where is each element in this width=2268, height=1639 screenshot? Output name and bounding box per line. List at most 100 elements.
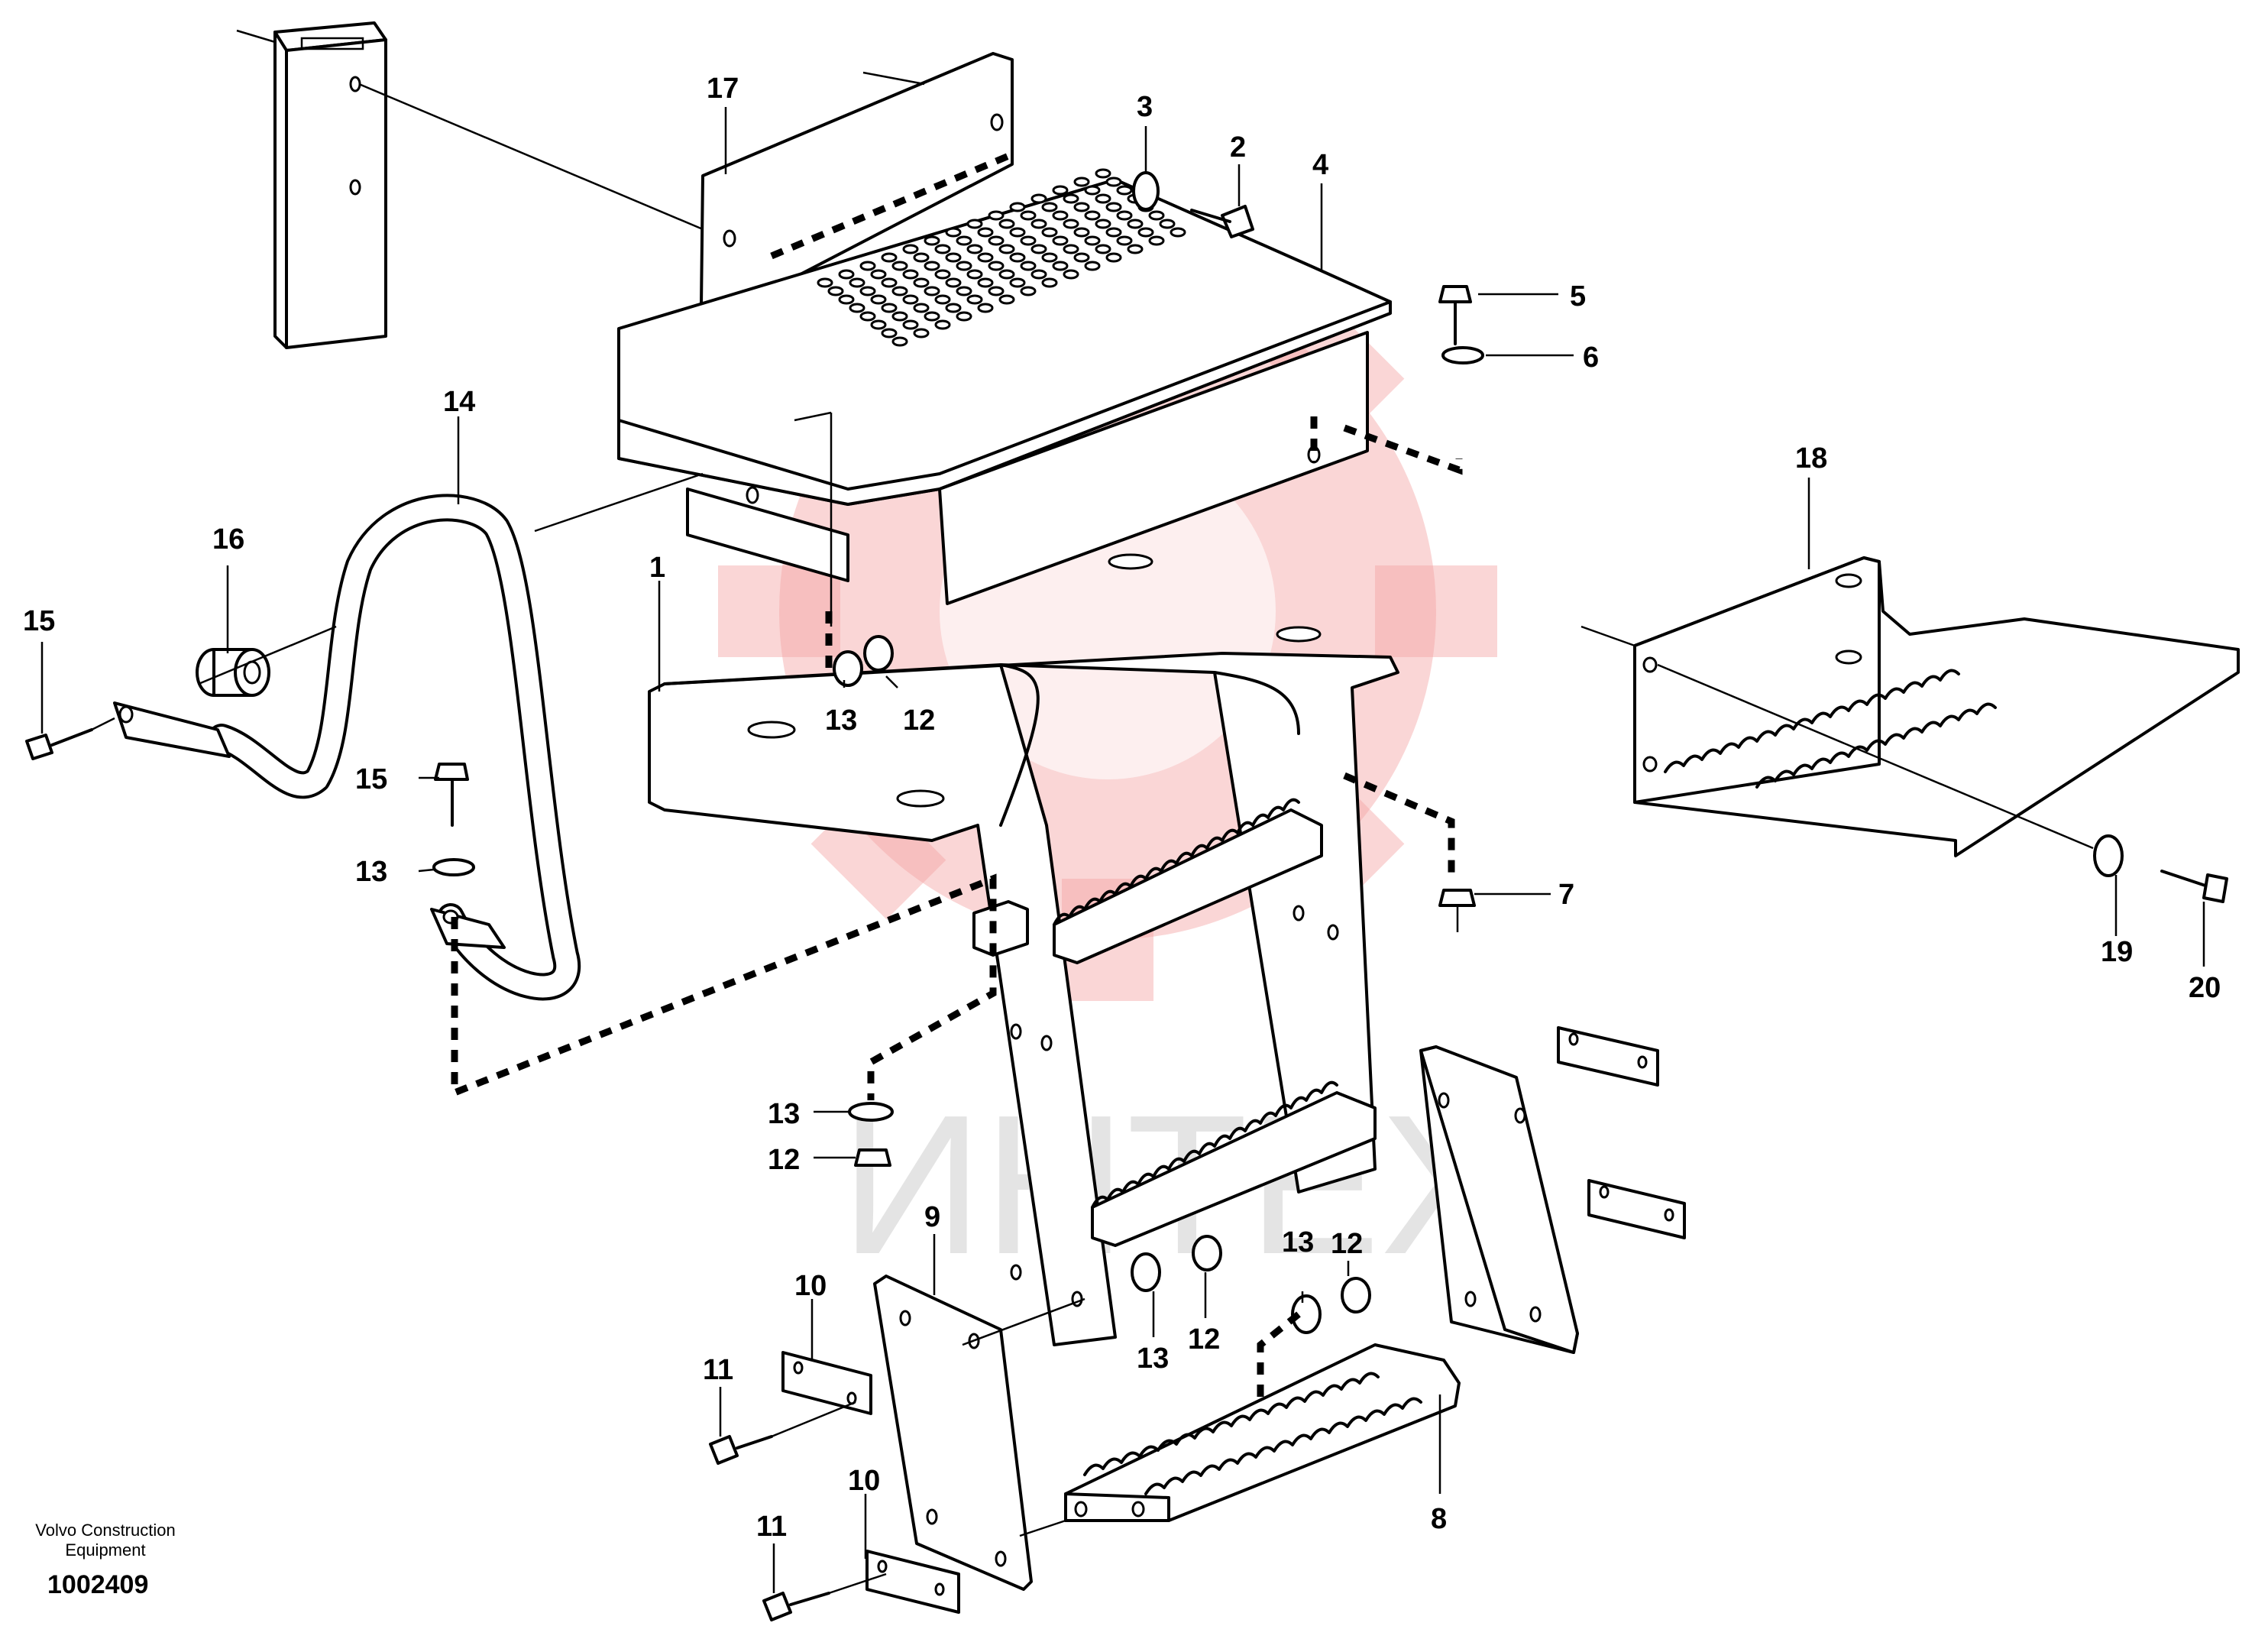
perforation-hole	[966, 219, 983, 229]
washer-13-left-top	[833, 650, 863, 687]
perforation-hole	[924, 261, 940, 271]
callout-8: 8	[1431, 1503, 1447, 1535]
caption-company-line-1: Volvo Construction	[35, 1521, 175, 1540]
perforation-hole	[1159, 219, 1176, 229]
callout-10-upper: 10	[794, 1270, 827, 1302]
part-16-spacer-bushing	[196, 625, 337, 697]
perforation-hole	[1105, 177, 1122, 187]
callout-14: 14	[443, 386, 475, 418]
perforation-hole	[1116, 235, 1133, 246]
callout-16: 16	[212, 523, 244, 556]
perforation-hole	[1127, 244, 1144, 254]
clamp-strip-upper	[1557, 1026, 1659, 1087]
perforation-hole	[1148, 210, 1165, 221]
callout-20: 20	[2189, 972, 2221, 1004]
perforation-hole	[1095, 193, 1111, 204]
perforation-hole	[988, 210, 1005, 221]
perforation-hole	[977, 252, 994, 263]
perforation-hole	[924, 286, 940, 296]
callout-1: 1	[649, 552, 665, 584]
perforation-hole	[934, 319, 951, 330]
washer-13-center	[1131, 1252, 1161, 1292]
bolt-2	[1190, 205, 1254, 238]
perforation-hole	[1020, 286, 1037, 296]
perforation-hole	[891, 311, 908, 322]
callout-12-lower: 12	[768, 1144, 800, 1176]
part-1-ladder-frame	[648, 445, 1399, 1346]
perforation-hole	[988, 261, 1005, 271]
caption-company-line-2: Equipment	[65, 1540, 145, 1560]
callout-11-lower: 11	[756, 1511, 787, 1543]
callout-12-center: 12	[1188, 1323, 1220, 1356]
perforation-hole	[1105, 252, 1122, 263]
perforation-hole	[1052, 185, 1069, 196]
perforation-hole	[1137, 227, 1154, 238]
clamp-strip-lower	[1587, 1179, 1686, 1239]
perforation-hole	[1041, 202, 1058, 212]
perforation-hole	[1063, 269, 1079, 280]
perforation-hole	[998, 219, 1015, 229]
perforation-hole	[1052, 261, 1069, 271]
callout-13-lower: 13	[768, 1098, 800, 1130]
perforation-hole	[1105, 227, 1122, 238]
callout-4: 4	[1312, 149, 1328, 181]
callout-13-left-top: 13	[825, 705, 857, 737]
perforation-hole	[891, 336, 908, 347]
perforation-hole	[956, 235, 972, 246]
perforation-hole	[870, 294, 887, 305]
assembly-dashed-lines	[451, 416, 1463, 1406]
perforation-hole	[977, 277, 994, 288]
washer-12-right	[1341, 1277, 1371, 1313]
nut-7	[1438, 889, 1476, 932]
part-4-top-platform	[617, 178, 1392, 627]
washer-19	[2093, 834, 2124, 877]
washer-13-right	[1291, 1294, 1322, 1334]
callout-11-upper: 11	[703, 1354, 733, 1386]
callout-13-middle: 13	[355, 856, 387, 888]
perforation-hole	[902, 269, 919, 280]
perforation-hole	[966, 269, 983, 280]
perforation-hole	[859, 261, 876, 271]
bolt-20	[2160, 870, 2228, 903]
callout-9: 9	[924, 1201, 940, 1233]
perforation-hole	[817, 277, 833, 288]
perforation-hole	[934, 244, 951, 254]
callout-17: 17	[707, 73, 739, 105]
perforation-hole	[977, 227, 994, 238]
square-nut	[972, 900, 1029, 957]
perforation-hole	[881, 328, 898, 338]
perforation-hole	[1009, 277, 1026, 288]
perforation-hole	[945, 303, 962, 313]
perforation-hole	[945, 227, 962, 238]
callout-leader-lines	[40, 107, 2205, 1593]
perforation-hole	[859, 286, 876, 296]
perforation-hole	[1095, 168, 1111, 179]
callout-3: 3	[1137, 91, 1153, 123]
perforation-hole	[945, 252, 962, 263]
washer-3	[1132, 171, 1160, 211]
bolt-5	[1438, 285, 1472, 345]
perforation-hole	[1020, 235, 1037, 246]
perforation-hole	[924, 311, 940, 322]
perforation-hole	[924, 235, 940, 246]
perforation-hole	[891, 286, 908, 296]
perforation-hole	[1041, 227, 1058, 238]
perforation-hole	[988, 235, 1005, 246]
perforation-hole	[956, 311, 972, 322]
perforation-hole	[1063, 219, 1079, 229]
part-10-strip-lower	[865, 1550, 960, 1614]
perforation-hole	[998, 244, 1015, 254]
perforation-hole	[827, 286, 844, 296]
perforation-hole	[1116, 210, 1133, 221]
perforation-hole	[913, 277, 930, 288]
perforation-hole	[838, 269, 855, 280]
perforation-hole	[1105, 202, 1122, 212]
callout-13-center: 13	[1137, 1343, 1169, 1375]
callout-7: 7	[1558, 879, 1574, 911]
perforation-hole	[998, 269, 1015, 280]
perforation-hole	[1052, 235, 1069, 246]
perforation-hole	[1073, 227, 1090, 238]
perforation-hole	[1063, 193, 1079, 204]
perforation-hole	[1116, 185, 1133, 196]
